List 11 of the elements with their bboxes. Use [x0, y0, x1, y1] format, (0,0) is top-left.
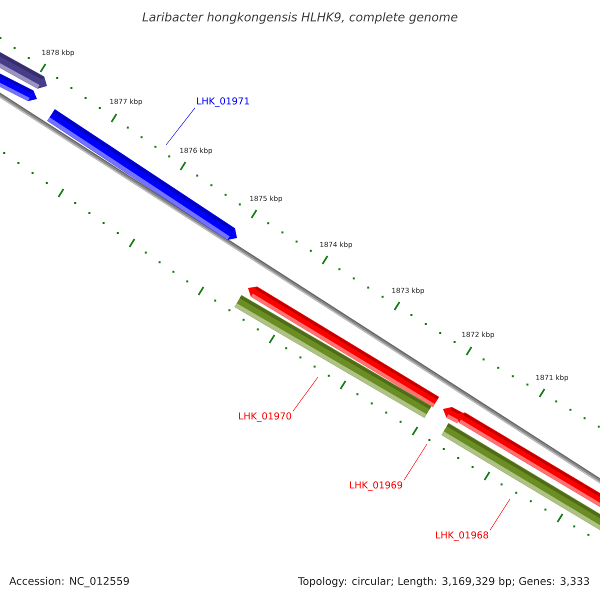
leader-line	[292, 376, 318, 412]
leader-line	[404, 444, 428, 480]
gene-label: LHK_01970	[239, 412, 292, 422]
footer-text: Topology: circular; Length: 3,169,329 bp; Genes: 3,333	[298, 576, 589, 588]
leader-line	[166, 108, 196, 146]
title: Laribacter hongkongensis HLHK9, complete genome	[142, 12, 458, 24]
gene-label: LHK_01971	[197, 97, 249, 107]
gene-label: LHK_01968	[436, 531, 488, 541]
leader-line	[490, 498, 510, 530]
gene-label: LHK_01969	[350, 481, 402, 491]
footer-text: Accession: NC_012559	[9, 576, 129, 588]
